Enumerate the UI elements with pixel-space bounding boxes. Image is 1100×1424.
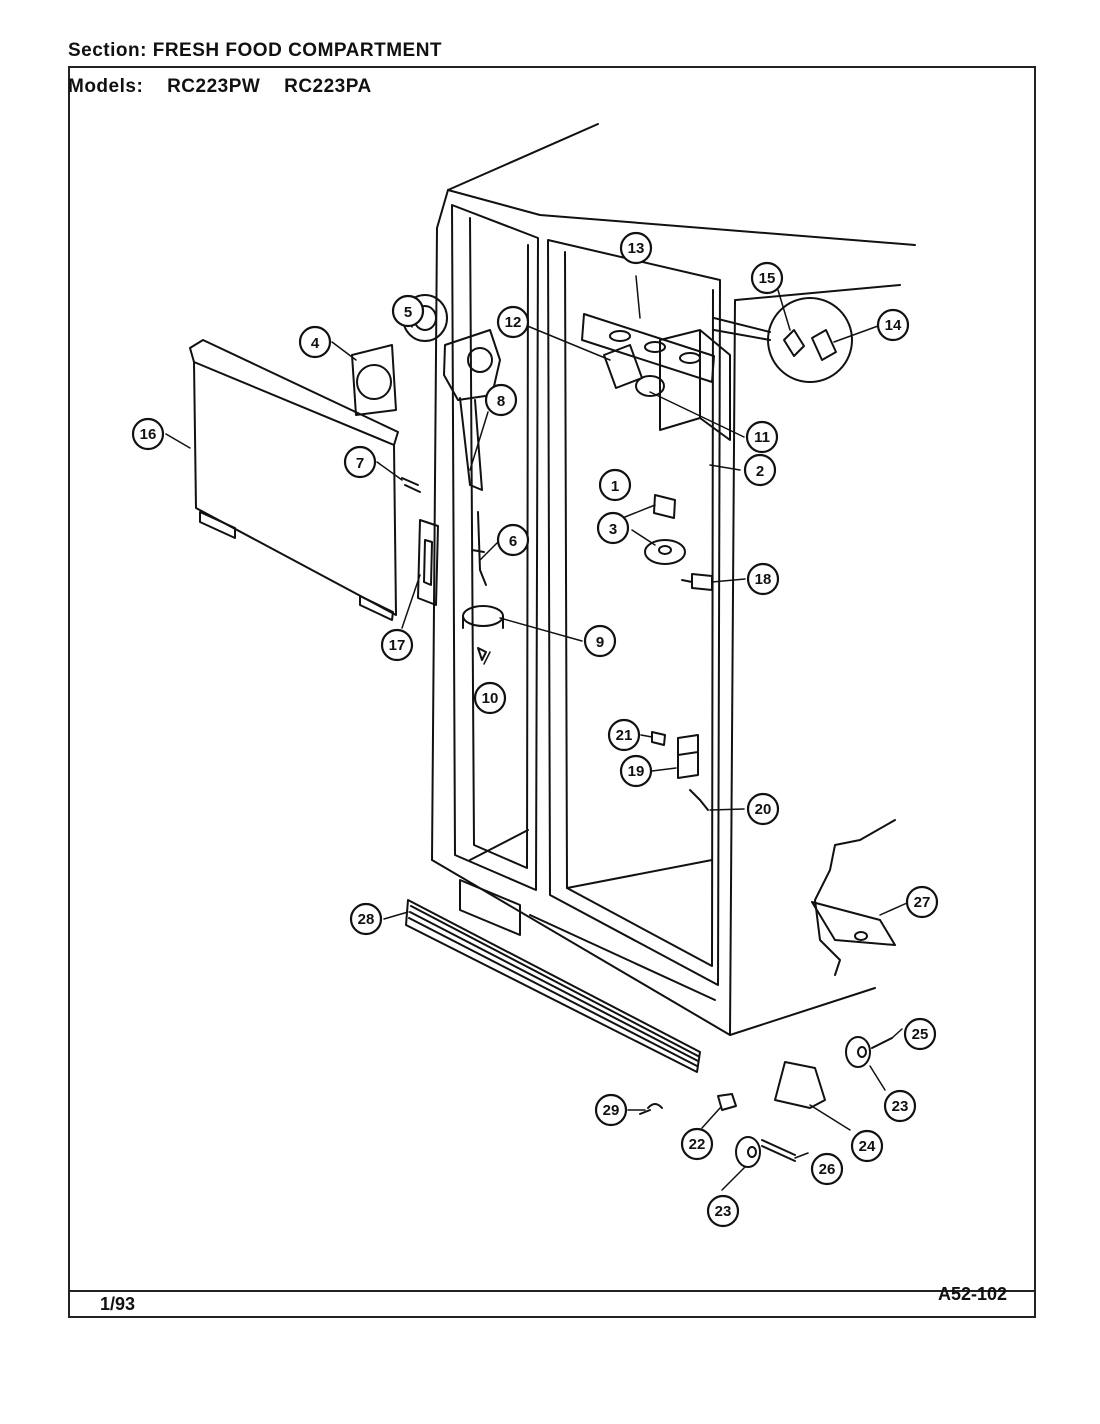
callout-6: 6 [496, 523, 530, 557]
diagram-frame [68, 66, 1036, 1318]
roller-23 [735, 1136, 761, 1168]
roller-23 [845, 1036, 871, 1068]
base-grille [405, 899, 701, 1073]
svg-text:7: 7 [356, 455, 364, 472]
callout-1: 1 [598, 468, 632, 502]
callout-3: 3 [596, 511, 630, 545]
sensor-6 [471, 511, 487, 586]
clip-29 [639, 1103, 663, 1115]
svg-text:19: 19 [628, 763, 645, 780]
svg-text:2: 2 [756, 463, 764, 480]
callout-26: 26 [810, 1152, 844, 1186]
svg-text:28: 28 [358, 911, 375, 928]
svg-text:9: 9 [596, 634, 604, 651]
footer-page-code: A52-102 [938, 1284, 1008, 1304]
svg-text:24: 24 [859, 1138, 876, 1155]
callout-13: 13 [619, 231, 653, 265]
bracket-27 [811, 819, 896, 976]
svg-text:15: 15 [759, 270, 776, 287]
model-number: RC223PA [284, 76, 372, 97]
svg-text:29: 29 [603, 1102, 620, 1119]
svg-text:22: 22 [689, 1136, 706, 1153]
callout-10: 10 [473, 681, 507, 715]
callout-11: 11 [745, 420, 779, 454]
model-number: RC223PW [167, 76, 261, 97]
callout-24: 24 [850, 1129, 884, 1163]
section-label: Section: [68, 40, 147, 61]
connector-18 [681, 573, 713, 591]
svg-text:17: 17 [389, 637, 406, 654]
svg-text:4: 4 [311, 335, 320, 352]
callout-23: 23 [883, 1089, 917, 1123]
section-title: Section: FRESH FOOD COMPARTMENT [68, 40, 442, 62]
callout-27: 27 [905, 885, 939, 919]
screw-10 [477, 647, 487, 661]
svg-text:11: 11 [754, 429, 770, 446]
callout-8: 8 [484, 383, 518, 417]
svg-text:8: 8 [497, 393, 505, 410]
footer-divider [68, 1290, 1036, 1292]
callout-22: 22 [680, 1127, 714, 1161]
screw-20 [689, 789, 709, 811]
callout-17: 17 [380, 628, 414, 662]
svg-text:23: 23 [715, 1203, 732, 1220]
callout-21: 21 [607, 718, 641, 752]
clip-7 [401, 477, 421, 493]
svg-text:26: 26 [819, 1161, 836, 1178]
svg-text:1: 1 [611, 478, 619, 495]
detail-zoom-14-15 [713, 297, 853, 383]
callout-29: 29 [594, 1093, 628, 1127]
callout-18: 18 [746, 562, 780, 596]
callout-14: 14 [876, 308, 910, 342]
svg-text:20: 20 [755, 801, 772, 818]
switch-1 [653, 494, 676, 519]
callout-5: 5 [391, 294, 425, 328]
svg-text:23: 23 [892, 1098, 909, 1115]
svg-text:6: 6 [509, 533, 517, 550]
svg-text:5: 5 [404, 304, 412, 321]
svg-text:18: 18 [755, 571, 772, 588]
callout-16: 16 [131, 417, 165, 451]
callout-7: 7 [343, 445, 377, 479]
svg-text:13: 13 [628, 240, 645, 257]
svg-text:3: 3 [609, 521, 617, 538]
pin-25 [871, 1037, 893, 1049]
svg-text:14: 14 [885, 317, 902, 334]
axle-26 [761, 1139, 796, 1162]
callout-19: 19 [619, 754, 653, 788]
callout-2: 2 [743, 453, 777, 487]
mounting-plate-13 [581, 313, 715, 383]
hinge-bracket-19 [677, 734, 699, 779]
section-value: FRESH FOOD COMPARTMENT [152, 40, 443, 61]
svg-text:10: 10 [482, 690, 499, 707]
callout-15: 15 [750, 261, 784, 295]
fastener-21 [651, 731, 666, 746]
callout-23: 23 [706, 1194, 740, 1228]
svg-text:21: 21 [616, 727, 633, 744]
models-label: Models: [68, 76, 144, 97]
callout-28: 28 [349, 902, 383, 936]
callout-12: 12 [496, 305, 530, 339]
callout-4: 4 [298, 325, 332, 359]
callout-25: 25 [903, 1017, 937, 1051]
svg-text:25: 25 [912, 1026, 929, 1043]
refrigerator-cabinet [431, 123, 916, 1036]
svg-text:16: 16 [140, 426, 157, 443]
light-cover [189, 339, 399, 621]
knob-9 [462, 605, 504, 629]
svg-text:12: 12 [505, 314, 522, 331]
fan-housing-4 [351, 344, 397, 416]
bracket-17 [417, 519, 439, 606]
nut-22 [717, 1093, 737, 1111]
models-line: Models: RC223PW RC223PA [68, 76, 372, 98]
roller-bracket-24 [774, 1061, 826, 1109]
knob-3 [644, 539, 686, 565]
control-box-2 [659, 329, 731, 441]
callout-9: 9 [583, 624, 617, 658]
svg-text:27: 27 [914, 894, 931, 911]
light-bulb-11 [635, 375, 665, 397]
footer-date: 1/93 [100, 1294, 136, 1314]
callout-20: 20 [746, 792, 780, 826]
